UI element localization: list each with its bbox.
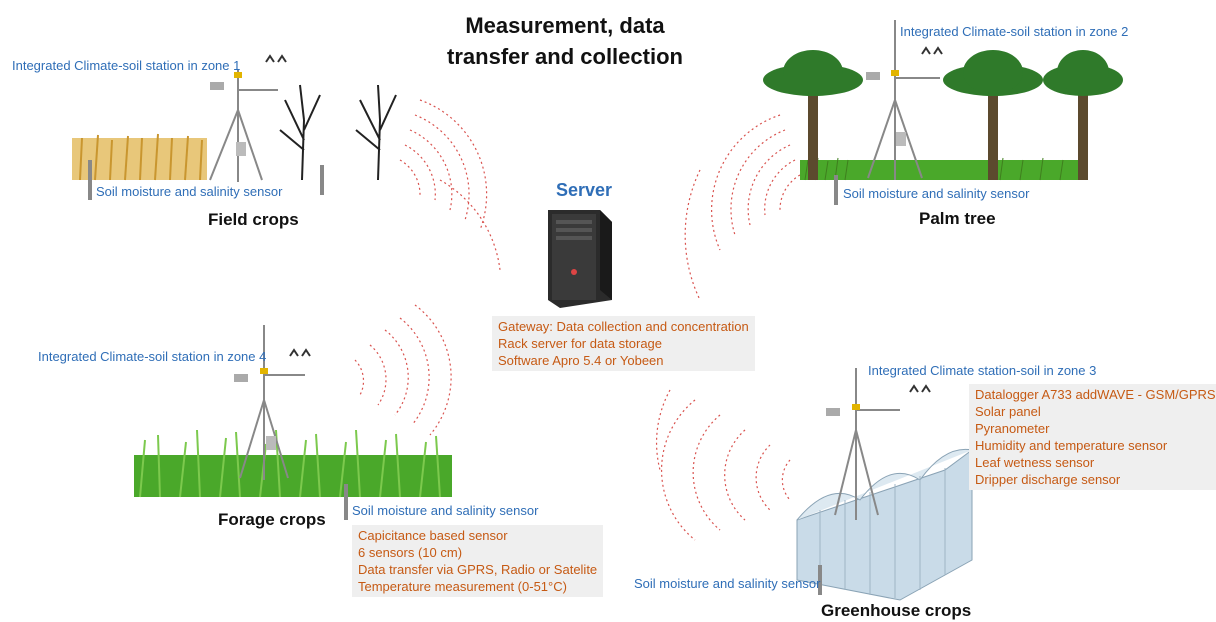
sensor-label-zone1: Soil moisture and salinity sensor — [96, 184, 283, 199]
greenhouse-detail: Solar panel — [975, 404, 1041, 419]
greenhouse-detail: Pyranometer — [975, 421, 1050, 436]
station-label-zone2: Integrated Climate-soil station in zone … — [900, 24, 1129, 39]
forage-detail: 6 sensors (10 cm) — [358, 545, 463, 560]
sensor-label-zone3: Soil moisture and salinity sensor — [634, 576, 821, 591]
sensor-label-zone4: Soil moisture and salinity sensor — [352, 503, 539, 518]
server-title: Server — [556, 180, 613, 200]
greenhouse-detail: Datalogger A733 addWAVE - GSM/GPRS — [975, 387, 1216, 402]
title-line-1: Measurement, data — [465, 13, 665, 38]
forage-sensor-details-box: Capicitance based sensor 6 sensors (10 c… — [352, 525, 604, 597]
forage-detail: Capicitance based sensor — [358, 528, 508, 543]
signal-waves-palm — [684, 114, 801, 301]
greenhouse-detail: Humidity and temperature sensor — [975, 438, 1168, 453]
weather-station-zone2 — [866, 20, 943, 180]
forage-detail: Data transfer via GPRS, Radio or Satelit… — [358, 562, 598, 577]
server-detail: Rack server for data storage — [498, 336, 663, 351]
crop-label-palm: Palm tree — [919, 209, 996, 228]
signal-waves-forage — [354, 304, 452, 436]
signal-waves-field — [399, 99, 501, 271]
diagram-title: Measurement, data transfer and collectio… — [430, 10, 700, 72]
server-details-box: Gateway: Data collection and concentrati… — [492, 316, 755, 371]
station-label-zone1: Integrated Climate-soil station in zone … — [12, 58, 241, 73]
server-detail: Software Apro 5.4 or Yobeen — [498, 353, 664, 368]
server-detail: Gateway: Data collection and concentrati… — [498, 319, 749, 334]
greenhouse-detail: Leaf wetness sensor — [975, 455, 1095, 470]
station-label-zone3: Integrated Climate station-soil in zone … — [868, 363, 1097, 378]
weather-station-zone3 — [826, 368, 931, 520]
crop-label-greenhouse: Greenhouse crops — [821, 601, 972, 620]
station-label-zone4: Integrated Climate-soil station in zone … — [38, 349, 267, 364]
crop-label-field: Field crops — [208, 210, 299, 229]
greenhouse-station-details-box: Datalogger A733 addWAVE - GSM/GPRS Solar… — [969, 384, 1216, 490]
greenhouse-detail: Dripper discharge sensor — [975, 472, 1121, 487]
palm-tree-illustration — [763, 50, 1123, 205]
server-tower-image — [548, 210, 612, 308]
sensor-label-zone2: Soil moisture and salinity sensor — [843, 186, 1030, 201]
title-line-2: transfer and collection — [447, 44, 683, 69]
greenhouse-illustration — [796, 448, 973, 601]
weather-station-zone1 — [209, 54, 287, 182]
forage-grass-illustration — [134, 429, 452, 520]
signal-waves-greenhouse — [655, 389, 791, 541]
weather-station-zone4 — [234, 325, 311, 480]
crop-label-forage: Forage crops — [218, 510, 326, 529]
field-crops-illustration — [72, 84, 397, 200]
forage-detail: Temperature measurement (0-51°C) — [358, 579, 567, 594]
